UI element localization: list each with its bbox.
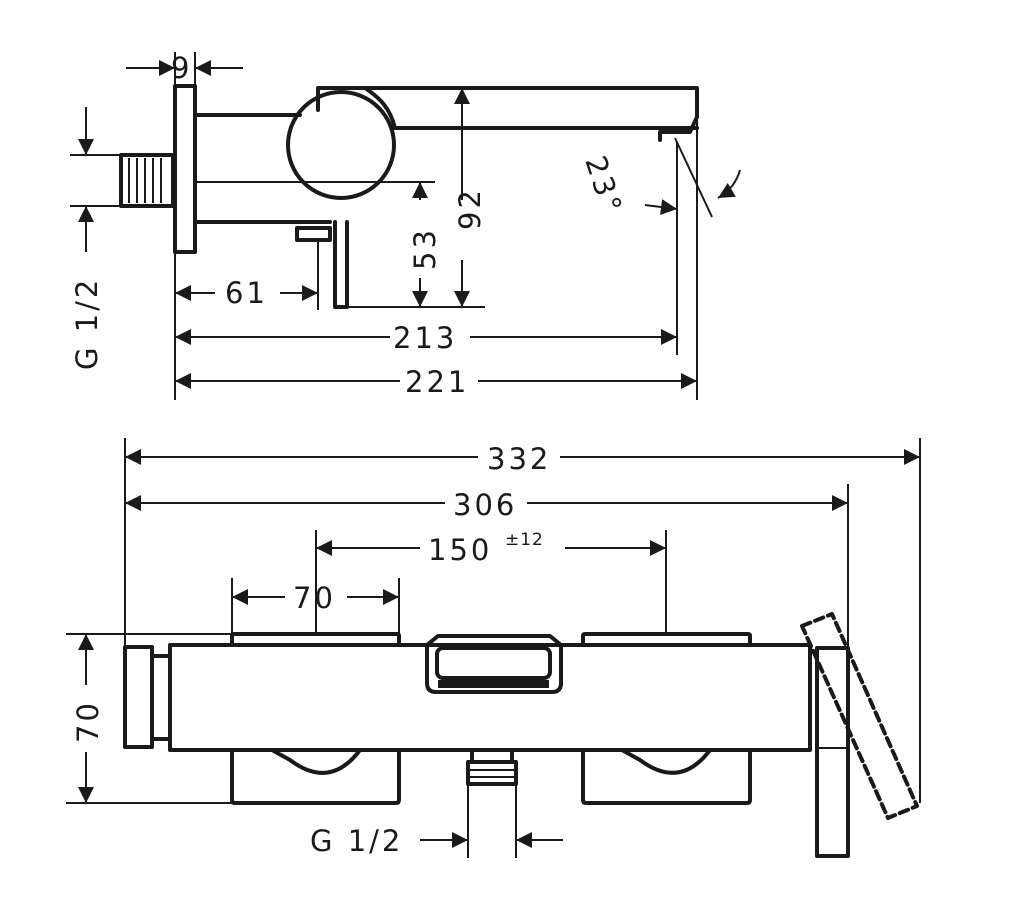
thread-connector: [119, 153, 175, 208]
dim-wall-plate: 9: [171, 51, 192, 85]
bottom-outlet: [466, 748, 518, 786]
dim-height: 70: [71, 700, 105, 743]
left-end-cap: [123, 645, 154, 749]
diverter-lever: [295, 220, 349, 309]
dim-total-width: 332: [487, 442, 551, 476]
dim-total-height: 92: [453, 187, 487, 230]
dim-lever-offset: 61: [225, 276, 268, 310]
center-control: [425, 634, 563, 694]
dim-centers-tolerance: ±12: [505, 530, 544, 550]
dim-cap-width: 70: [293, 581, 336, 615]
dim-lever-height: 53: [408, 227, 442, 270]
dim-spout-reach: 213: [393, 321, 457, 355]
control-knob-side: [286, 90, 396, 200]
dim-outlet-thread: G 1/2: [310, 824, 403, 858]
bottom-saddle-left: [230, 748, 401, 805]
dim-centers: 150: [428, 533, 492, 567]
side-view: 9 G 1/2 53 92 61 213 221: [70, 51, 741, 400]
dim-total-depth: 221: [405, 365, 469, 399]
mixer-body-side: [193, 113, 332, 224]
dim-body-width: 306: [453, 488, 517, 522]
dim-thread-side: G 1/2: [70, 277, 104, 370]
bottom-saddle-right: [581, 748, 752, 805]
wall-plate: [173, 84, 197, 254]
front-view: 332 306 150 ±12 70 70 G 1/2: [66, 438, 921, 858]
right-lever: [800, 612, 919, 858]
dim-spout-angle: 23°: [578, 152, 629, 220]
mixer-body-front: [168, 643, 812, 752]
